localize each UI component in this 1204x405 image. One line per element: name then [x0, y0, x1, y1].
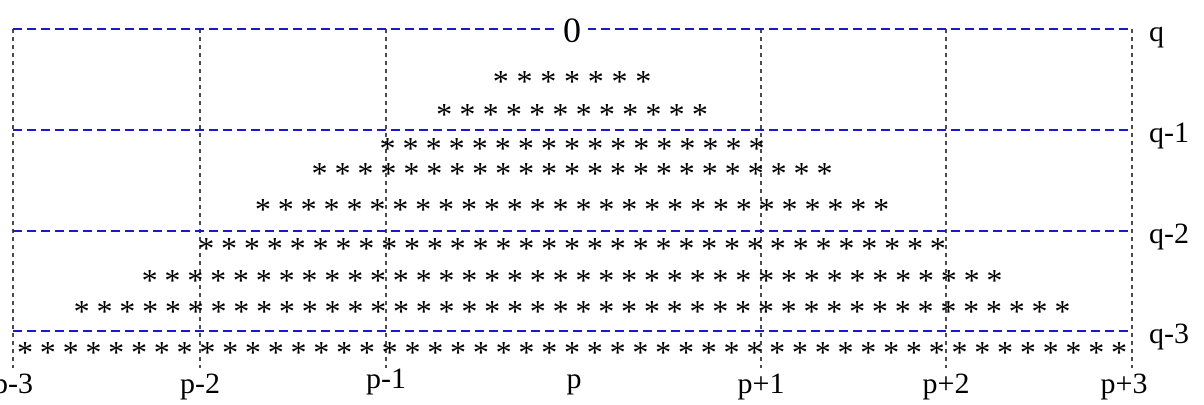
column-label-p: p	[567, 362, 582, 395]
row-label-q-3: q-3	[1149, 317, 1189, 350]
star-row: ****************************	[255, 191, 889, 227]
row-label-q-1: q-1	[1149, 116, 1189, 149]
column-label-p-1: p-1	[366, 362, 406, 395]
star-row: ***********************	[312, 155, 833, 191]
vertical-dashed-lines	[12, 29, 1133, 368]
star-row: *******	[493, 63, 652, 99]
star-row: ****************************************…	[74, 293, 1071, 329]
top-label-background	[556, 10, 588, 46]
row-labels: q q-1 q-2 q-3	[1149, 15, 1189, 350]
star-rows: ****************************************…	[17, 63, 1127, 370]
column-label-p-3: p-3	[0, 367, 33, 400]
row-label-q: q	[1149, 15, 1164, 48]
star-row: *********************************	[198, 230, 946, 266]
column-label-p-2: p-2	[180, 367, 220, 400]
row-label-q-2: q-2	[1149, 217, 1189, 250]
column-label-p+3: p+3	[1101, 367, 1148, 400]
column-label-p+2: p+2	[923, 367, 970, 400]
column-labels: p-3 p-2 p-1 p p+1 p+2 p+3	[0, 362, 1147, 400]
column-label-p+1: p+1	[738, 367, 785, 400]
star-row: ****************************************…	[17, 334, 1127, 370]
top-label: 0	[563, 10, 581, 50]
star-row: ************	[436, 96, 708, 132]
horizontal-dashed-lines	[13, 28, 1132, 332]
